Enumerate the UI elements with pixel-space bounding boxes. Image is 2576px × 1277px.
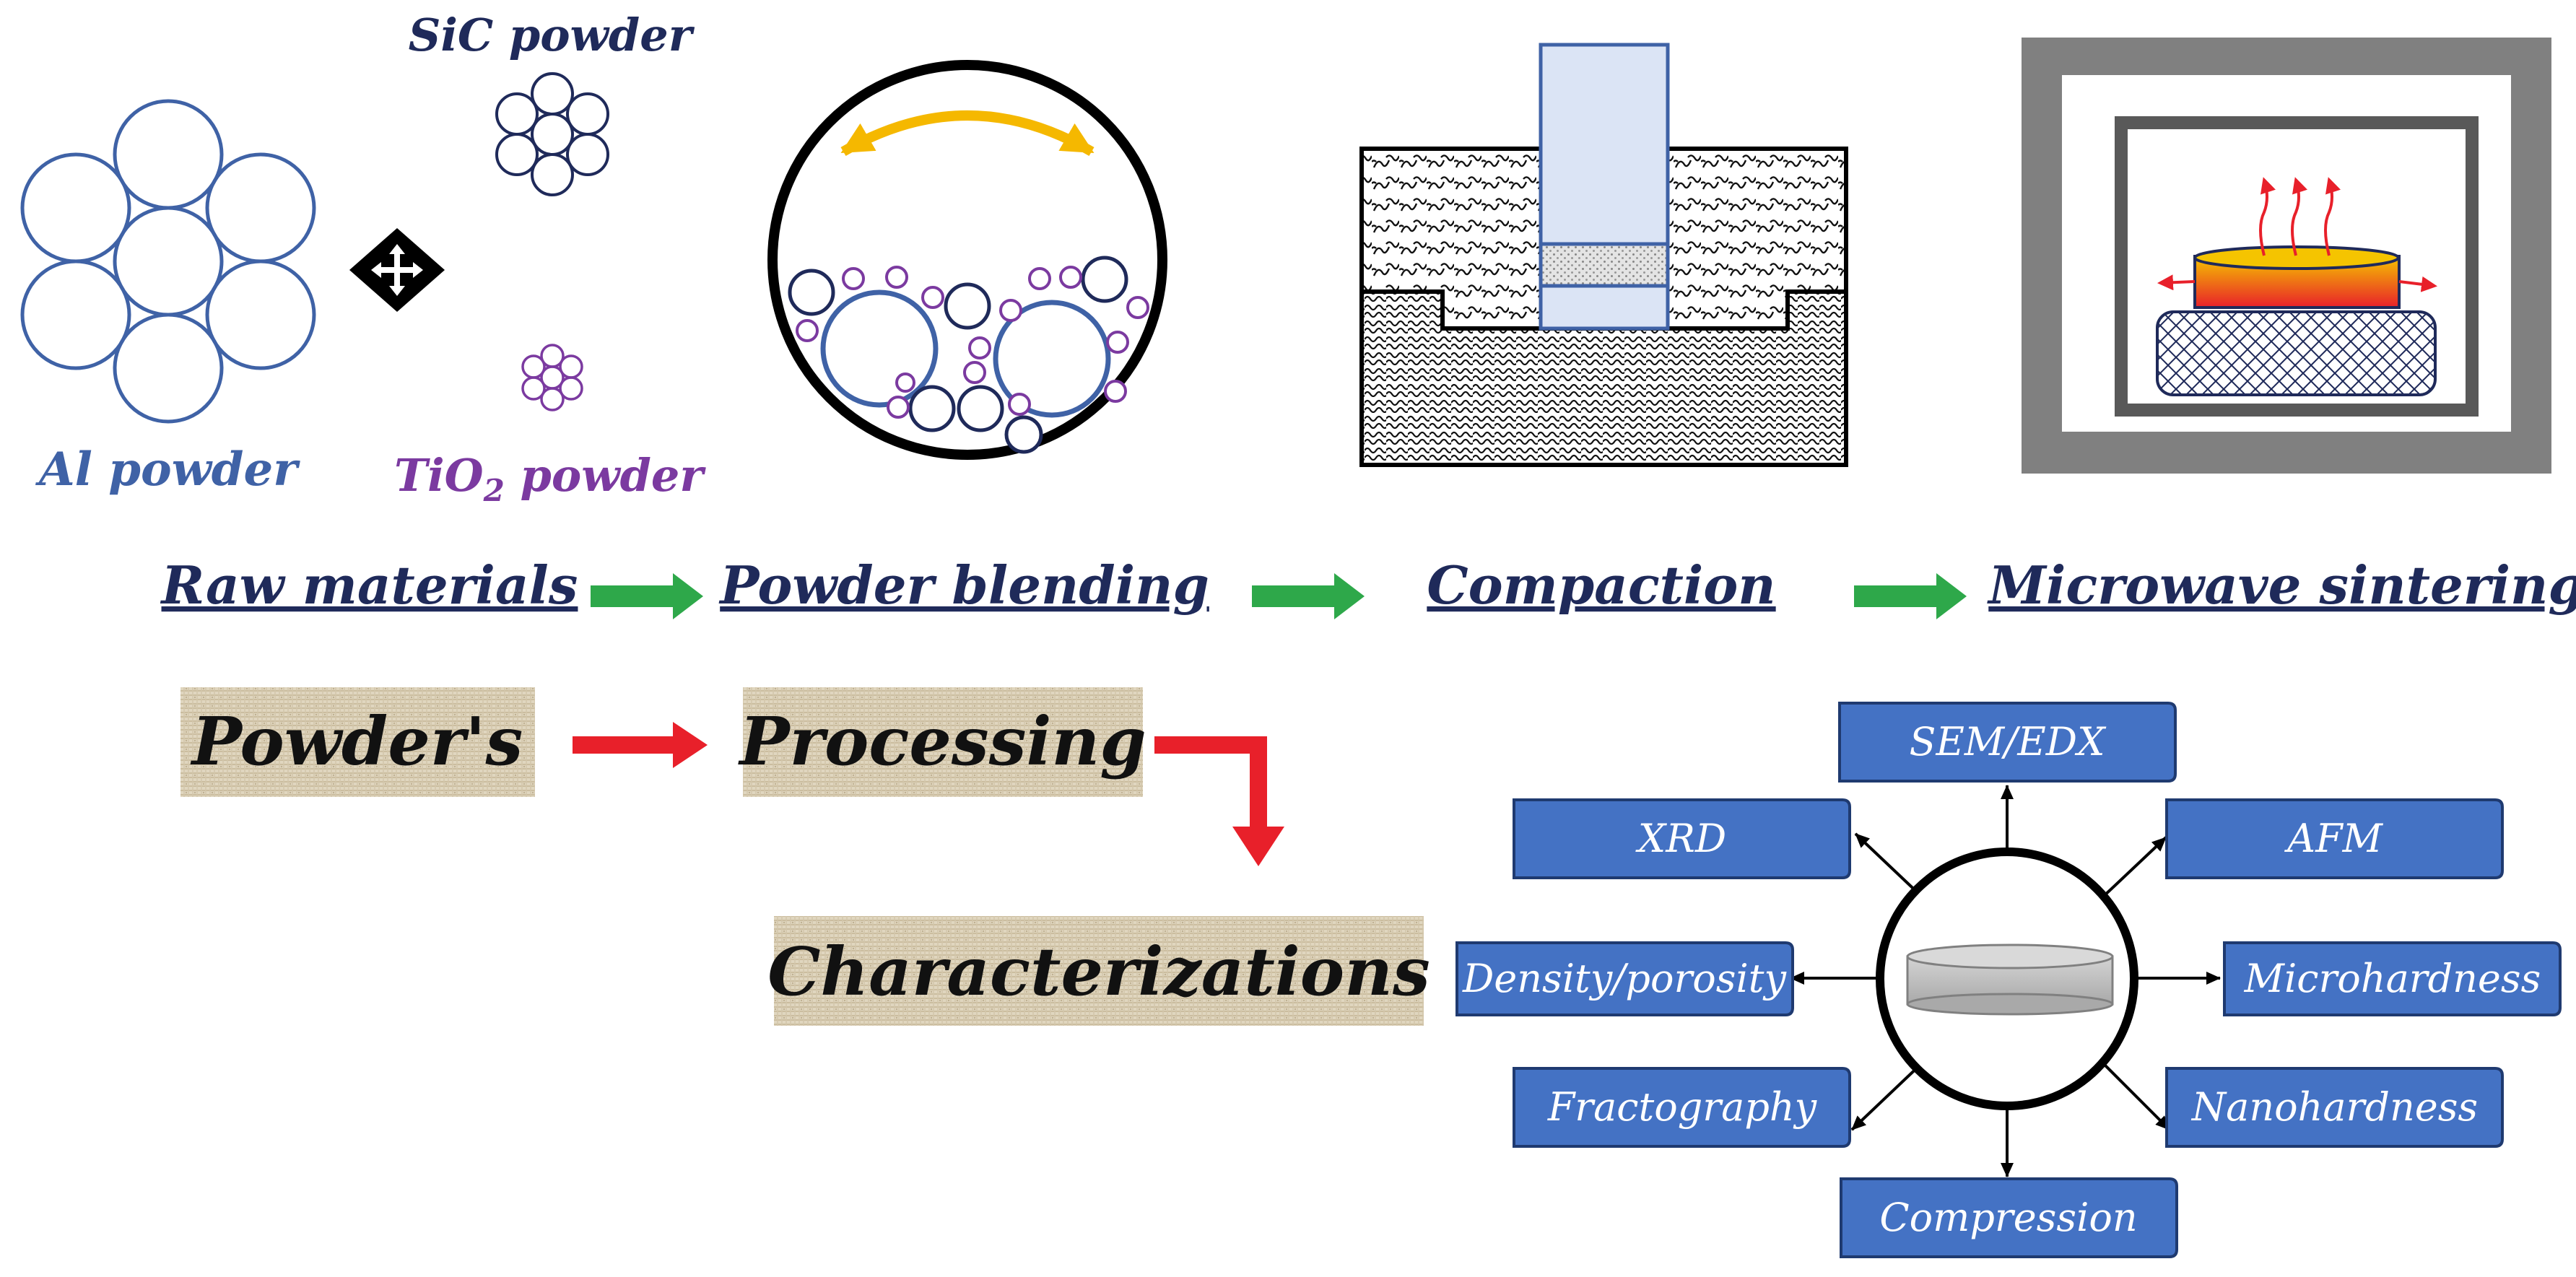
method-compression: Compression bbox=[1840, 1177, 2178, 1258]
method-nanohardness-label: Nanohardness bbox=[2190, 1084, 2478, 1130]
heat-arrows-icon bbox=[2157, 177, 2437, 292]
method-nanohardness: Nanohardness bbox=[2165, 1067, 2504, 1148]
punch bbox=[1539, 43, 1670, 246]
sic-powder-cluster bbox=[495, 72, 609, 196]
sample-disk-icon bbox=[1906, 943, 2114, 1016]
sic-powder-label: SiC powder bbox=[409, 9, 695, 61]
method-sem-edx-label: SEM/EDX bbox=[1909, 719, 2107, 764]
flow-characterizations-label: Characterizations bbox=[767, 933, 1430, 1011]
al-powder-label: Al powder bbox=[35, 443, 300, 497]
swing-arrow-icon bbox=[840, 110, 1095, 157]
flow-processing-box bbox=[743, 687, 1143, 797]
plus-icon bbox=[349, 228, 445, 312]
flow-characterizations-box bbox=[774, 916, 1424, 1026]
method-xrd: XRD bbox=[1513, 798, 1851, 879]
red-arrow-icon bbox=[573, 722, 708, 768]
method-sem-edx: SEM/EDX bbox=[1838, 702, 2177, 783]
green-arrow-icon bbox=[1252, 573, 1365, 619]
tio2-powder-label: TiO2 powder bbox=[394, 449, 706, 508]
al-powder-cluster bbox=[20, 99, 316, 424]
tio2-powder-cluster bbox=[521, 344, 583, 411]
method-microhardness: Microhardness bbox=[2223, 941, 2562, 1016]
green-arrow-icon bbox=[1854, 573, 1967, 619]
red-elbow-arrow-icon bbox=[1154, 736, 1284, 866]
method-density-porosity: Density/porosity bbox=[1455, 941, 1794, 1016]
method-compression-label: Compression bbox=[1879, 1195, 2137, 1240]
step-microwave-sintering: Microwave sintering bbox=[1986, 554, 2576, 616]
ball-mill-jar bbox=[767, 60, 1167, 460]
flow-powders-box bbox=[180, 687, 535, 797]
susceptor bbox=[2156, 310, 2437, 396]
method-microhardness-label: Microhardness bbox=[2244, 956, 2541, 1001]
step-compaction: Compaction bbox=[1427, 554, 1775, 616]
method-fractography: Fractography bbox=[1513, 1067, 1851, 1148]
green-arrow-icon bbox=[591, 573, 703, 619]
compaction-die bbox=[1359, 43, 1848, 467]
step-powder-blending: Powder blending bbox=[718, 554, 1209, 616]
step-raw-materials: Raw materials bbox=[160, 554, 578, 616]
method-afm: AFM bbox=[2165, 798, 2504, 879]
flow-powders-label: Powder's bbox=[190, 702, 523, 780]
powder-compact bbox=[1539, 242, 1670, 288]
method-afm-label: AFM bbox=[2284, 816, 2383, 861]
method-density-porosity-label: Density/porosity bbox=[1462, 956, 1787, 1001]
method-xrd-label: XRD bbox=[1635, 816, 1726, 861]
flow-processing-label: Processing bbox=[737, 702, 1146, 780]
microwave-furnace bbox=[2022, 38, 2551, 474]
method-fractography-label: Fractography bbox=[1547, 1084, 1818, 1130]
